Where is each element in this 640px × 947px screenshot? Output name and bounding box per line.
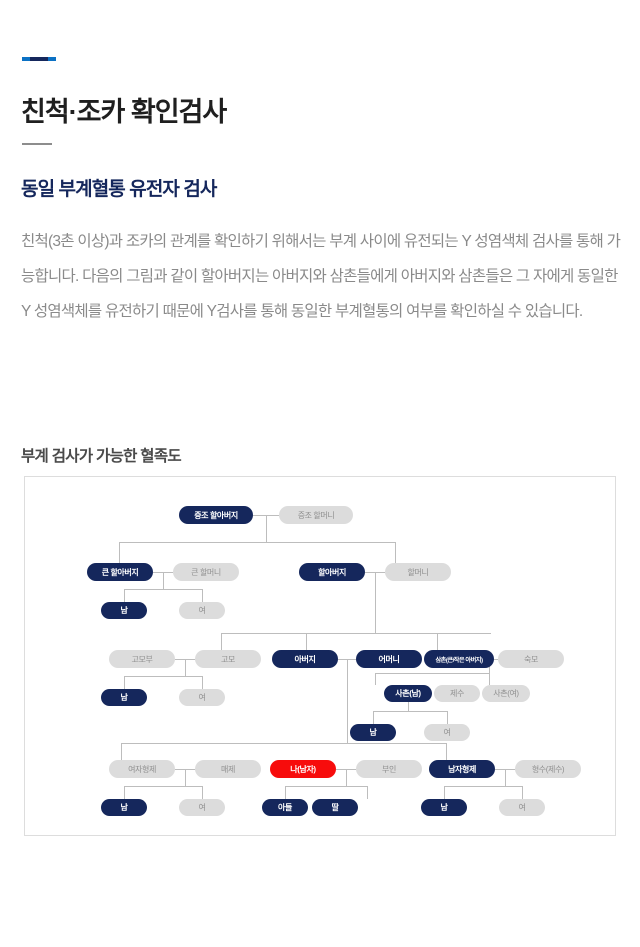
node-cousin-daughter[interactable]: 여 xyxy=(424,724,470,741)
connector-line xyxy=(202,589,203,602)
node-great-uncle-son[interactable]: 남 xyxy=(101,602,147,619)
node-great-grandfather[interactable]: 증조 할아버지 xyxy=(179,506,253,524)
node-aunt-husband[interactable]: 고모부 xyxy=(109,650,175,668)
connector-line xyxy=(119,542,120,563)
node-grandmother[interactable]: 할머니 xyxy=(385,563,451,581)
connector-line xyxy=(447,711,448,724)
node-cousin-son[interactable]: 남 xyxy=(350,724,396,741)
connector-line xyxy=(202,786,203,799)
connector-line xyxy=(346,769,347,786)
connector-line xyxy=(437,633,438,650)
connector-line xyxy=(444,786,522,787)
title-accent-bar xyxy=(22,57,56,61)
connector-line xyxy=(266,515,267,542)
connector-line xyxy=(124,589,125,602)
node-brother[interactable]: 남자형제 xyxy=(429,760,495,778)
connector-line xyxy=(306,633,307,650)
node-brother-son[interactable]: 남 xyxy=(421,799,467,816)
connector-line xyxy=(119,542,395,543)
family-tree-canvas: 증조 할아버지 증조 할머니 큰 할아버지 큰 할머니 남 여 할아버지 할머니… xyxy=(25,477,617,837)
node-wife[interactable]: 부인 xyxy=(356,760,422,778)
page-title: 친척·조카 확인검사 xyxy=(21,97,227,128)
node-grandfather[interactable]: 할아버지 xyxy=(299,563,365,581)
section-accent-bar xyxy=(22,143,52,145)
node-uncle-wife[interactable]: 숙모 xyxy=(498,650,564,668)
node-great-uncle-daughter[interactable]: 여 xyxy=(179,602,225,619)
connector-line xyxy=(522,786,523,799)
connector-line xyxy=(395,542,396,563)
node-self[interactable]: 나(남자) xyxy=(270,760,336,778)
node-father[interactable]: 아버지 xyxy=(272,650,338,668)
connector-line xyxy=(221,633,491,634)
node-my-son[interactable]: 아들 xyxy=(262,799,308,816)
connector-line xyxy=(375,673,489,674)
connector-line xyxy=(373,711,374,724)
node-cousin-female[interactable]: 사촌(여) xyxy=(482,685,530,702)
connector-line xyxy=(285,786,367,787)
node-aunt-son[interactable]: 남 xyxy=(101,689,147,706)
connector-line xyxy=(185,769,186,786)
body-paragraph: 친척(3촌 이상)과 조카의 관계를 확인하기 위해서는 부계 사이에 유전되는… xyxy=(21,232,621,320)
connector-line xyxy=(202,676,203,689)
node-aunt[interactable]: 고모 xyxy=(195,650,261,668)
node-sister[interactable]: 여자형제 xyxy=(109,760,175,778)
node-cousin-wife[interactable]: 제수 xyxy=(434,685,480,702)
connector-line xyxy=(489,673,490,685)
connector-line xyxy=(408,694,409,711)
figure-title: 부계 검사가 가능한 혈족도 xyxy=(21,447,182,465)
connector-line xyxy=(446,743,447,760)
node-aunt-daughter[interactable]: 여 xyxy=(179,689,225,706)
connector-line xyxy=(163,572,164,589)
node-brother-daughter[interactable]: 여 xyxy=(499,799,545,816)
node-cousin-male[interactable]: 사촌(남) xyxy=(384,685,432,702)
connector-line xyxy=(375,572,376,633)
connector-line xyxy=(121,743,446,744)
connector-line xyxy=(375,673,376,685)
node-great-grandmother[interactable]: 증조 할머니 xyxy=(279,506,353,524)
connector-line xyxy=(124,676,202,677)
section-title: 동일 부계혈통 유전자 검사 xyxy=(21,178,217,200)
node-sister-daughter[interactable]: 여 xyxy=(179,799,225,816)
connector-line xyxy=(124,589,202,590)
node-my-daughter[interactable]: 딸 xyxy=(312,799,358,816)
node-uncle[interactable]: 삼촌(큰/작은 아버지) xyxy=(424,650,494,668)
connector-line xyxy=(121,743,122,760)
connector-line xyxy=(367,786,368,799)
node-sister-son[interactable]: 남 xyxy=(101,799,147,816)
connector-line xyxy=(373,711,447,712)
node-sister-in-law[interactable]: 형수(제수) xyxy=(515,760,581,778)
node-brother-in-law[interactable]: 매제 xyxy=(195,760,261,778)
connector-line xyxy=(285,786,286,799)
connector-line xyxy=(505,769,506,786)
connector-line xyxy=(185,659,186,676)
connector-line xyxy=(347,659,348,743)
node-great-uncle[interactable]: 큰 할아버지 xyxy=(87,563,153,581)
connector-line xyxy=(124,786,125,799)
node-great-aunt[interactable]: 큰 할머니 xyxy=(173,563,239,581)
connector-line xyxy=(124,676,125,689)
node-mother[interactable]: 어머니 xyxy=(356,650,422,668)
family-tree-diagram: 증조 할아버지 증조 할머니 큰 할아버지 큰 할머니 남 여 할아버지 할머니… xyxy=(24,476,616,836)
connector-line xyxy=(221,633,222,650)
connector-line xyxy=(444,786,445,799)
connector-line xyxy=(124,786,202,787)
